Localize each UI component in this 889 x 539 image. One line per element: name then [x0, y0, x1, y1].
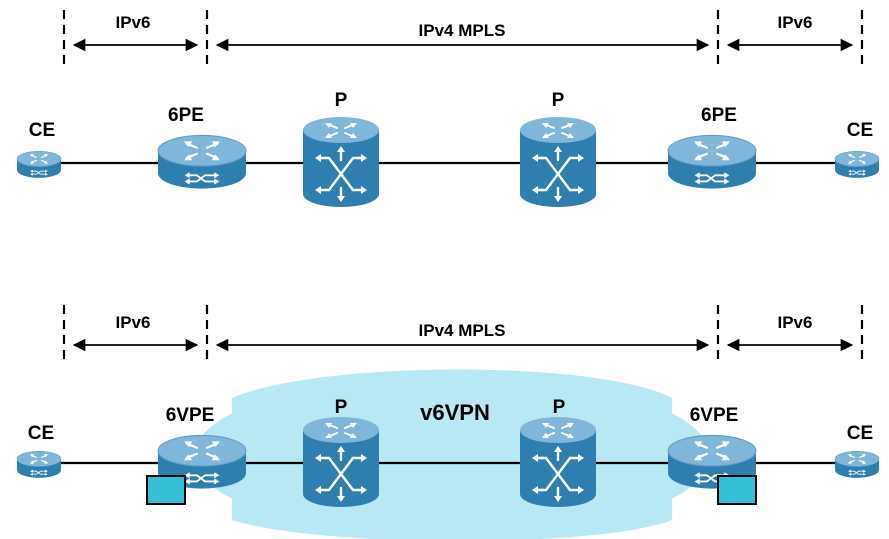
node-label: P: [335, 90, 348, 111]
ce-router-icon: [16, 450, 62, 479]
p-switch-icon: [518, 115, 598, 209]
ce-router-icon: [834, 450, 880, 479]
bottom-diagram: IPv6 IPv4 MPLS IPv6 v6VPN CE 6VPE P P 6V…: [16, 305, 880, 539]
node-label: 6PE: [701, 105, 737, 126]
top-diagram: IPv6 IPv4 MPLS IPv6 CE 6PE P P 6PE CE: [16, 10, 880, 209]
node-label: 6PE: [168, 105, 204, 126]
segment-label: IPv6: [778, 313, 813, 332]
segment-label: IPv6: [778, 13, 813, 32]
p-switch-icon: [301, 415, 381, 509]
segment-label: IPv4 MPLS: [419, 21, 506, 40]
node-label: 6VPE: [690, 405, 739, 426]
node-label: P: [335, 397, 348, 418]
segment-label: IPv6: [116, 13, 151, 32]
vrf-box: [146, 475, 186, 505]
node-label: P: [552, 90, 565, 111]
node-label: CE: [28, 423, 54, 444]
node-label: CE: [847, 423, 873, 444]
vpn-cloud-body: [194, 374, 710, 538]
ce-router-icon: [16, 150, 62, 179]
segment-label: IPv4 MPLS: [419, 321, 506, 340]
ce-router-icon: [834, 150, 880, 179]
p-switch-icon: [301, 115, 381, 209]
pe-router-icon: [156, 134, 248, 190]
vrf-box: [717, 475, 757, 505]
node-label: 6VPE: [166, 405, 215, 426]
vpn-label: v6VPN: [420, 400, 490, 425]
dashed-boundary: [62, 10, 864, 68]
pe-router-icon: [666, 134, 758, 190]
node-label: CE: [847, 120, 873, 141]
node-label: P: [553, 397, 566, 418]
p-switch-icon: [518, 415, 598, 509]
node-label: CE: [29, 120, 55, 141]
segment-label: IPv6: [116, 313, 151, 332]
dashed-boundary: [62, 305, 864, 365]
